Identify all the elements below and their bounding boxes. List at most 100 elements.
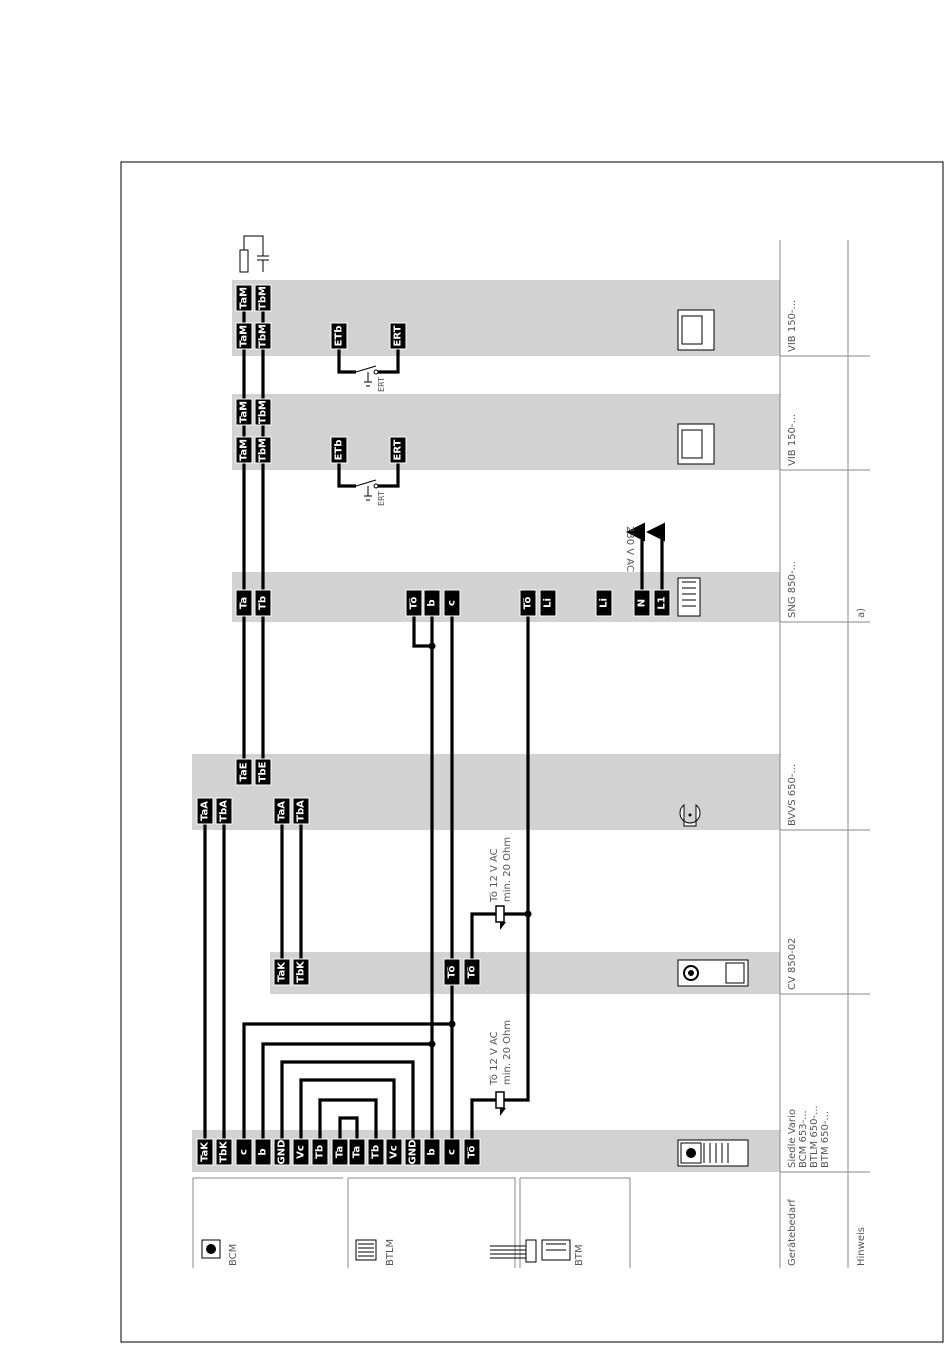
- terminal-sng_top-0: Ta: [235, 589, 253, 617]
- table-vario-4: BTM 650-...: [820, 1111, 831, 1168]
- terminal-bcm-12: b: [423, 1138, 441, 1166]
- terminal-vib2_ert-1: ERT: [389, 322, 407, 350]
- terminal-bvvs_right-1: TbE: [254, 758, 272, 786]
- terminal-label: Ta: [239, 597, 250, 609]
- terminal-label: Tö: [447, 965, 458, 978]
- terminal-label: b: [258, 1148, 269, 1155]
- terminal-label: Vc: [389, 1145, 400, 1159]
- table-vib2: VIB 150-...: [787, 300, 798, 352]
- terminal-label: GND: [277, 1140, 288, 1165]
- terminal-vib2_ert-0: ETb: [330, 322, 348, 350]
- table-bvvs: BVVS 650-...: [787, 764, 798, 826]
- ert-switch-icon: [355, 365, 379, 501]
- table-vario-3: BTLM 650-...: [809, 1105, 820, 1168]
- legend-btm-label: BTM: [574, 1244, 585, 1266]
- terminal-vib1_ert-0: ETb: [330, 436, 348, 464]
- terminal-label: c: [447, 600, 458, 606]
- device-bands: [192, 280, 780, 1172]
- terminal-label: c: [239, 1149, 250, 1155]
- terminal-label: TaA: [277, 801, 288, 821]
- terminal-label: ETb: [334, 440, 345, 461]
- table-hinweis-a: a): [856, 608, 867, 618]
- terminal-label: TaM: [239, 287, 250, 309]
- terminal-label: TbA: [296, 800, 307, 822]
- legend-bcm-icon: [201, 1239, 221, 1259]
- table-sng: SNG 850-...: [787, 561, 798, 618]
- terminal-cv-2: Tö: [443, 958, 461, 986]
- terminal-bvvs_left-0: TaA: [196, 797, 214, 825]
- legend-btm-icon: [541, 1239, 571, 1261]
- terminal-vib2_in-0: TaM: [235, 322, 253, 350]
- terminal-label: Li: [599, 598, 610, 608]
- legend-btlm-label: BTLM: [385, 1239, 396, 1266]
- terminal-vib1_in-1: TbM: [254, 436, 272, 464]
- terminal-label: b: [427, 599, 438, 606]
- terminal-label: ERT: [393, 325, 404, 346]
- terminal-label: TbK: [219, 1140, 230, 1163]
- terminal-label: ERT: [393, 439, 404, 460]
- mains-label: 230 V AC: [624, 526, 635, 572]
- terminal-label: Ta: [352, 1146, 363, 1158]
- terminal-bcm-13: c: [443, 1138, 461, 1166]
- terminal-vib1_ert-1: ERT: [389, 436, 407, 464]
- terminal-vib2_in-1: TbM: [254, 322, 272, 350]
- terminal-label: TbM: [258, 438, 269, 462]
- terminal-vib2_out-1: TbM: [254, 284, 272, 312]
- terminal-vib1_in-0: TaM: [235, 436, 253, 464]
- table-vario-2: BCM 653-...: [798, 1110, 809, 1168]
- terminal-label: TaE: [239, 762, 250, 781]
- terminal-label: TbA: [219, 800, 230, 822]
- terminal-sng_bot-3: N: [633, 589, 651, 617]
- terminal-label: TbM: [258, 324, 269, 348]
- terminal-label: L1: [657, 596, 668, 609]
- terminal-cv-0: TaK: [273, 958, 291, 986]
- terminal-label: TaK: [200, 1141, 211, 1162]
- terminal-label: Tb: [371, 1145, 382, 1159]
- terminal-bvvs_left-1: TbA: [215, 797, 233, 825]
- terminal-label: TbK: [296, 960, 307, 983]
- terminal-bvvs_mid-0: TaA: [273, 797, 291, 825]
- terminal-label: TaK: [277, 961, 288, 982]
- terminal-bcm-0: TaK: [196, 1138, 214, 1166]
- vario-device-icon: [677, 1139, 749, 1167]
- termination-icon: [239, 235, 269, 273]
- ert-label-2: ERT: [377, 377, 386, 392]
- terminal-label: Tb: [258, 596, 269, 610]
- table-hinweis: Hinweis: [856, 1227, 867, 1266]
- terminal-label: c: [447, 1149, 458, 1155]
- terminal-label: Ta: [335, 1146, 346, 1158]
- terminal-label: TbE: [258, 761, 269, 782]
- terminal-label: TaA: [200, 801, 211, 821]
- table-cv: CV 850-02: [787, 938, 798, 990]
- vib-device-icon: [677, 309, 715, 465]
- terminal-label: Li: [543, 598, 554, 608]
- sng-device-icon: [677, 577, 701, 617]
- terminal-label: TaM: [239, 325, 250, 347]
- terminal-bcm-2: c: [235, 1138, 253, 1166]
- ert-label-1: ERT: [377, 491, 386, 506]
- wires: [203, 290, 666, 1150]
- terminal-label: TbM: [258, 286, 269, 310]
- terminal-vib1_out-0: TaM: [235, 398, 253, 426]
- junctions: [428, 642, 532, 1048]
- door-opener-label-1b: min. 20 Ohm: [502, 1020, 513, 1085]
- cv-device-icon: [677, 959, 749, 987]
- terminal-bvvs_mid-1: TbA: [292, 797, 310, 825]
- table-geratebedarf: Gerätebedarf: [787, 1199, 798, 1266]
- terminal-label: Tö: [523, 596, 534, 609]
- terminal-label: ETb: [334, 326, 345, 347]
- terminal-bcm-6: Tb: [311, 1138, 329, 1166]
- terminal-label: TaM: [239, 439, 250, 461]
- terminal-label: Vc: [296, 1145, 307, 1159]
- terminal-sng_bot-0: Tö: [519, 589, 537, 617]
- terminal-bcm-1: TbK: [215, 1138, 233, 1166]
- terminal-label: TbM: [258, 400, 269, 424]
- terminal-sng_bot-2: Li: [595, 589, 613, 617]
- terminal-label: N: [637, 599, 648, 607]
- terminal-bcm-5: Vc: [292, 1138, 310, 1166]
- table-vario-1: Siedle Vario: [787, 1109, 798, 1168]
- terminal-cv-1: TbK: [292, 958, 310, 986]
- terminal-sng_mid-2: c: [443, 589, 461, 617]
